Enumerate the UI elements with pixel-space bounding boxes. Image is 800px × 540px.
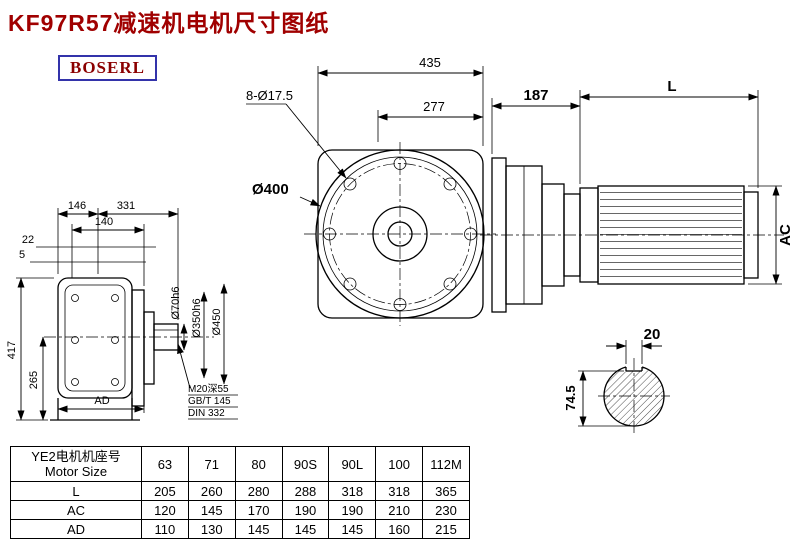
table-header-row: YE2电机机座号 Motor Size 63 71 80 90S 90L 100… — [10, 446, 470, 482]
header-motor-size-cn: YE2电机机座号 — [31, 449, 121, 464]
dim-key-width: 20 — [644, 326, 661, 343]
bolt-hole — [443, 277, 457, 291]
value-cell: 120 — [141, 500, 189, 520]
value-cell: 145 — [281, 519, 330, 539]
dim-section-height: 74.5 — [563, 385, 578, 410]
value-cell: 215 — [422, 519, 470, 539]
dim-331: 331 — [117, 200, 135, 212]
cover-bolt — [111, 378, 119, 386]
cover-bolt — [71, 294, 79, 302]
table-row-AD: AD 110 130 145 145 145 160 215 — [10, 519, 470, 539]
left-view: 146 331 140 22 5 417 265 AD Ø70h6 Ø350h6… — [6, 200, 238, 421]
dim-417: 417 — [6, 341, 18, 359]
value-cell: 190 — [328, 500, 377, 520]
value-cell: 365 — [422, 481, 470, 501]
cover-bolt — [111, 294, 119, 302]
value-cell: 160 — [375, 519, 424, 539]
side-view: 187 L AC — [480, 78, 794, 313]
value-cell: 170 — [234, 500, 283, 520]
shaft-cross-section: 20 74.5 — [563, 326, 670, 434]
value-cell: 110 — [141, 519, 189, 539]
dim-bolt-holes: 8-Ø17.5 — [246, 88, 293, 103]
value-cell: 190 — [281, 500, 330, 520]
dim-shaft-diameter: Ø70h6 — [170, 286, 182, 319]
dim-flange-diameter: Ø400 — [252, 181, 289, 198]
motor-end-cap — [743, 191, 759, 279]
value-cell: 280 — [234, 481, 283, 501]
dim-AD: AD — [94, 395, 109, 407]
output-hub — [143, 311, 155, 385]
dim-140: 140 — [95, 216, 113, 228]
value-cell: 130 — [187, 519, 236, 539]
cover-bolt — [111, 336, 119, 344]
value-cell: 210 — [375, 500, 424, 520]
note-din-standard: DIN 332 — [188, 408, 225, 419]
value-cell: 318 — [328, 481, 377, 501]
bolt-hole — [343, 177, 357, 191]
motor-fins — [600, 190, 742, 280]
row-label: L — [10, 481, 142, 501]
motor-size-table-wrap: YE2电机机座号 Motor Size 63 71 80 90S 90L 100… — [10, 446, 470, 539]
size-cell: 100 — [375, 446, 424, 482]
bolt-hole — [343, 277, 357, 291]
dim-flange-od: Ø450 — [211, 309, 223, 336]
cover-bolt — [71, 336, 79, 344]
bolt-hole — [443, 177, 457, 191]
cover-bolt — [71, 378, 79, 386]
dim-spigot-diameter: Ø350h6 — [191, 298, 203, 337]
value-cell: 145 — [187, 500, 236, 520]
dim-146: 146 — [68, 200, 86, 212]
dim-L: L — [667, 78, 676, 95]
dim-435: 435 — [419, 55, 441, 70]
size-cell: 71 — [187, 446, 236, 482]
dim-5: 5 — [19, 249, 25, 261]
value-cell: 205 — [141, 481, 189, 501]
dim-22: 22 — [22, 234, 34, 246]
front-view: 435 277 8-Ø17.5 Ø400 — [246, 55, 496, 326]
value-cell: 230 — [422, 500, 470, 520]
brand-logo: BOSERL — [58, 55, 157, 81]
row-label: AD — [10, 519, 142, 539]
size-cell: 90L — [328, 446, 377, 482]
row-label: AC — [10, 500, 142, 520]
value-cell: 318 — [375, 481, 424, 501]
page-title: KF97R57减速机电机尺寸图纸 — [8, 10, 330, 36]
dim-187: 187 — [523, 87, 548, 104]
table-row-L: L 205 260 280 288 318 318 365 — [10, 481, 470, 501]
output-flange — [131, 289, 145, 407]
size-cell: 112M — [422, 446, 470, 482]
value-cell: 288 — [281, 481, 330, 501]
dim-277: 277 — [423, 99, 445, 114]
gearbox-profile — [57, 277, 133, 399]
dim-AC: AC — [777, 224, 794, 246]
motor-size-table: YE2电机机座号 Motor Size 63 71 80 90S 90L 100… — [10, 446, 470, 539]
note-gb-standard: GB/T 145 — [188, 396, 231, 407]
note-tapped-hole: M20深55 — [188, 383, 229, 395]
header-motor-size-en: Motor Size — [44, 464, 108, 479]
header-motor-size: YE2电机机座号 Motor Size — [10, 446, 142, 482]
value-cell: 145 — [234, 519, 283, 539]
size-cell: 80 — [234, 446, 283, 482]
value-cell: 260 — [187, 481, 236, 501]
size-cell: 63 — [141, 446, 189, 482]
size-cell: 90S — [281, 446, 330, 482]
value-cell: 145 — [328, 519, 377, 539]
table-row-AC: AC 120 145 170 190 190 210 230 — [10, 500, 470, 520]
output-shaft — [153, 323, 179, 351]
dim-265: 265 — [28, 371, 40, 389]
